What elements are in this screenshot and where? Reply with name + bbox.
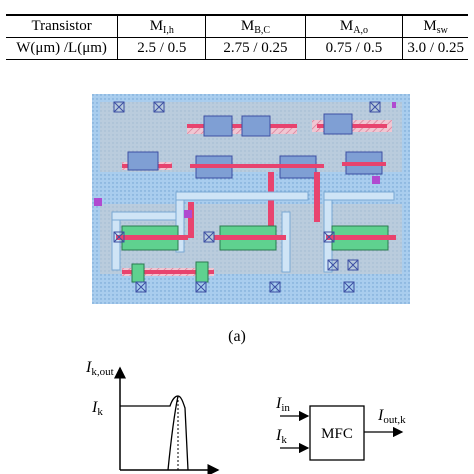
poly-strip	[326, 235, 396, 240]
input-label-2: Ik	[275, 427, 287, 446]
purple-via	[94, 198, 102, 206]
metal-wire	[175, 191, 309, 201]
header-m-ih: MI,h	[117, 16, 206, 38]
transistor-size-table: Transistor MI,h MB,C MA,o Msw W(μm) /L(μ…	[6, 14, 468, 60]
table-row: W(μm) /L(μm) 2.5 / 0.5 2.75 / 0.25 0.75 …	[6, 37, 468, 60]
row-label: W(μm) /L(μm)	[6, 37, 118, 60]
cell-m-ao: 0.75 / 0.5	[304, 37, 403, 60]
green-transistor	[131, 263, 145, 283]
metal-wire	[281, 211, 291, 273]
active-region	[241, 115, 271, 137]
purple-via	[372, 176, 380, 184]
figure-caption: (a)	[228, 328, 246, 345]
chip-layout-image	[92, 94, 410, 304]
table-header-row: Transistor MI,h MB,C MA,o Msw	[6, 16, 468, 38]
cell-m-sw: 3.0 / 0.25	[402, 37, 468, 60]
plot-ylabel: Ik,out	[85, 359, 114, 378]
contact-cross	[113, 101, 381, 293]
header-m-ao: MA,o	[304, 16, 403, 38]
header-m-sw: Msw	[402, 16, 468, 38]
plot-level-label: Ik	[91, 399, 103, 418]
poly-strip	[122, 270, 214, 274]
plot-curve-left-tail	[167, 395, 179, 471]
metal-wire	[111, 211, 121, 271]
active-region	[323, 113, 353, 135]
purple-via	[392, 102, 396, 108]
purple-via	[184, 210, 192, 218]
metal-wire	[323, 191, 395, 201]
poly-connector	[188, 202, 194, 238]
input-label-1: Iin	[275, 395, 290, 414]
poly-strip	[116, 235, 188, 240]
active-region	[127, 151, 159, 171]
poly-strip	[342, 162, 386, 166]
poly-strip	[214, 235, 286, 240]
poly-connector	[268, 172, 274, 238]
cell-m-ih: 2.5 / 0.5	[117, 37, 206, 60]
header-transistor: Transistor	[6, 16, 118, 38]
mfc-label: MFC	[321, 426, 353, 442]
cell-m-bc: 2.75 / 0.25	[205, 37, 306, 60]
poly-strip	[190, 164, 324, 168]
output-label: Iout,k	[377, 407, 406, 426]
green-transistor	[195, 261, 209, 283]
bottom-diagrams: Ik,out Ik Iin Ik MFC Iout,k	[85, 359, 406, 474]
header-m-bc: MB,C	[205, 16, 306, 38]
metal-wire	[111, 211, 177, 221]
poly-connector	[314, 172, 320, 222]
active-region	[203, 115, 233, 137]
mfc-box	[309, 405, 365, 461]
